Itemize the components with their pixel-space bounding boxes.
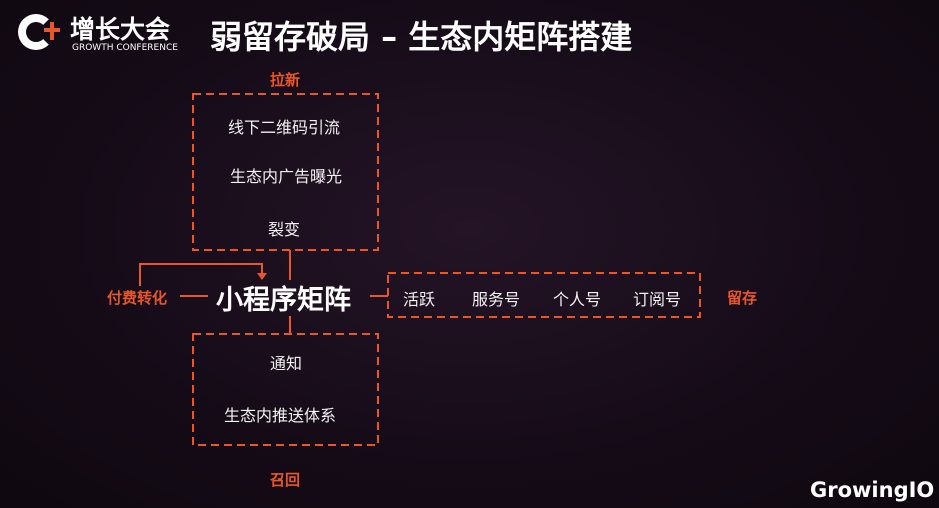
convert-arrow xyxy=(139,263,263,286)
retain-item: 服务号 xyxy=(472,290,521,309)
recall-label: 召回 xyxy=(270,471,301,489)
recall-item: 通知 xyxy=(270,354,303,373)
logo-g-icon xyxy=(18,14,54,50)
logo-en: GROWTH CONFERENCE xyxy=(72,43,178,53)
acquire-box xyxy=(192,93,379,251)
acquire-label: 拉新 xyxy=(270,71,301,89)
center-node: 小程序矩阵 xyxy=(216,285,351,316)
brand-logo: GrowingIO xyxy=(810,478,935,502)
retain-label: 留存 xyxy=(727,289,758,307)
retain-item: 活跃 xyxy=(403,290,436,309)
recall-item: 生态内推送体系 xyxy=(224,406,337,425)
retain-item: 个人号 xyxy=(553,290,602,309)
logo-plus-icon-v xyxy=(50,22,54,40)
acquire-item: 生态内广告曝光 xyxy=(230,167,343,186)
page-title: 弱留存破局 – 生态内矩阵搭建 xyxy=(210,18,633,56)
logo: 增长大会 GROWTH CONFERENCE xyxy=(18,10,188,56)
acquire-item: 线下二维码引流 xyxy=(228,118,341,137)
logo-cn: 增长大会 xyxy=(70,15,171,44)
convert-label: 付费转化 xyxy=(107,289,168,307)
retain-item: 订阅号 xyxy=(633,290,682,309)
acquire-item: 裂变 xyxy=(268,220,301,239)
recall-box xyxy=(192,333,379,446)
